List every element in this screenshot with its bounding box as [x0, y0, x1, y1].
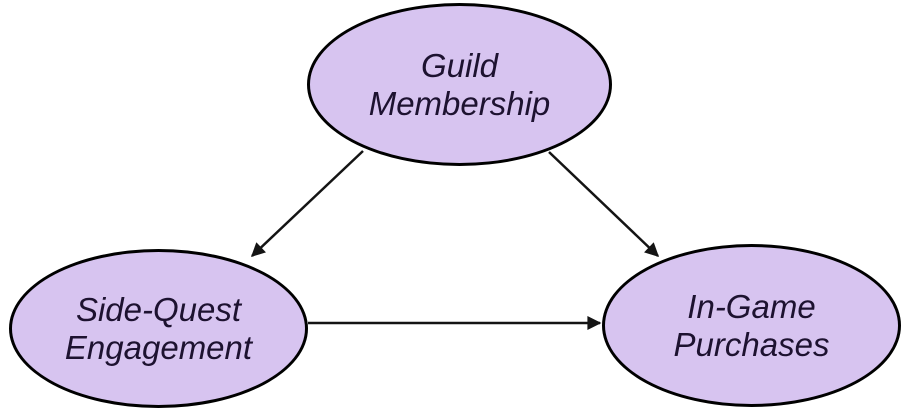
node-side-quest-engagement-label: Side-Quest Engagement: [64, 290, 253, 366]
node-guild-membership-label: Guild Membership: [368, 46, 551, 122]
node-in-game-purchases: In-Game Purchases: [602, 244, 901, 407]
node-side-quest-engagement: Side-Quest Engagement: [9, 249, 308, 408]
edge-guild-to-sidequest-arrow: [250, 150, 364, 257]
node-in-game-purchases-label: In-Game Purchases: [673, 287, 830, 363]
edge-guild-to-ingame-arrow: [548, 151, 660, 257]
node-guild-membership: Guild Membership: [307, 3, 612, 166]
